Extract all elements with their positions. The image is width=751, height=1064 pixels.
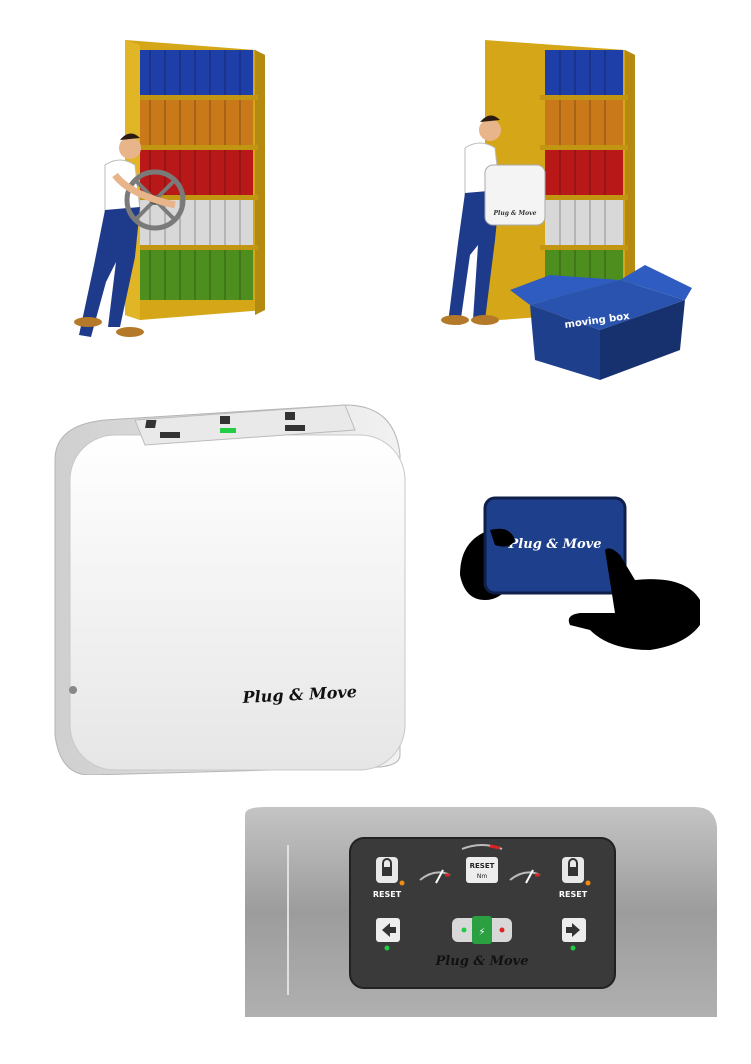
left-gauge-icon xyxy=(419,869,451,884)
plug-and-move-device: Plug & Move xyxy=(45,400,410,775)
tablet-drawing: Plug & Move xyxy=(460,496,700,650)
control-panel-closeup: RESET RESET Nm RESET xyxy=(240,805,720,1020)
illustration-plug-and-move-shelf: Plug & Move moving box xyxy=(430,30,700,390)
svg-text:⚡: ⚡ xyxy=(478,927,485,938)
center-reset-label: RESET xyxy=(470,862,495,870)
right-reset-label: RESET xyxy=(559,890,588,899)
button-panel xyxy=(349,837,616,989)
illustration-handwheel-shelf xyxy=(60,30,290,350)
tablet-brand-label: Plug & Move xyxy=(508,537,602,552)
right-lock-reset-button[interactable] xyxy=(562,857,591,886)
tablet-in-hands: Plug & Move xyxy=(455,490,700,650)
motor-direction-switch[interactable]: ⚡ xyxy=(452,916,512,944)
move-left-button[interactable] xyxy=(376,918,400,951)
left-lock-reset-button[interactable] xyxy=(376,857,405,886)
handwheel-shelf-drawing xyxy=(74,40,265,337)
center-reset-nm-button[interactable] xyxy=(461,844,503,883)
move-right-button[interactable] xyxy=(562,918,586,951)
panel-brand-label: Plug & Move xyxy=(435,954,529,969)
control-panel-drawing: RESET RESET Nm RESET xyxy=(245,807,717,1017)
right-gauge-icon xyxy=(509,869,541,884)
center-reset-sub-label: Nm xyxy=(477,873,487,880)
plug-and-move-shelf-drawing: Plug & Move moving box xyxy=(441,40,692,380)
device-drawing: Plug & Move xyxy=(54,404,406,775)
tablet-screen[interactable] xyxy=(483,496,627,595)
mounted-device-label: Plug & Move xyxy=(493,210,537,217)
left-reset-label: RESET xyxy=(373,890,402,899)
